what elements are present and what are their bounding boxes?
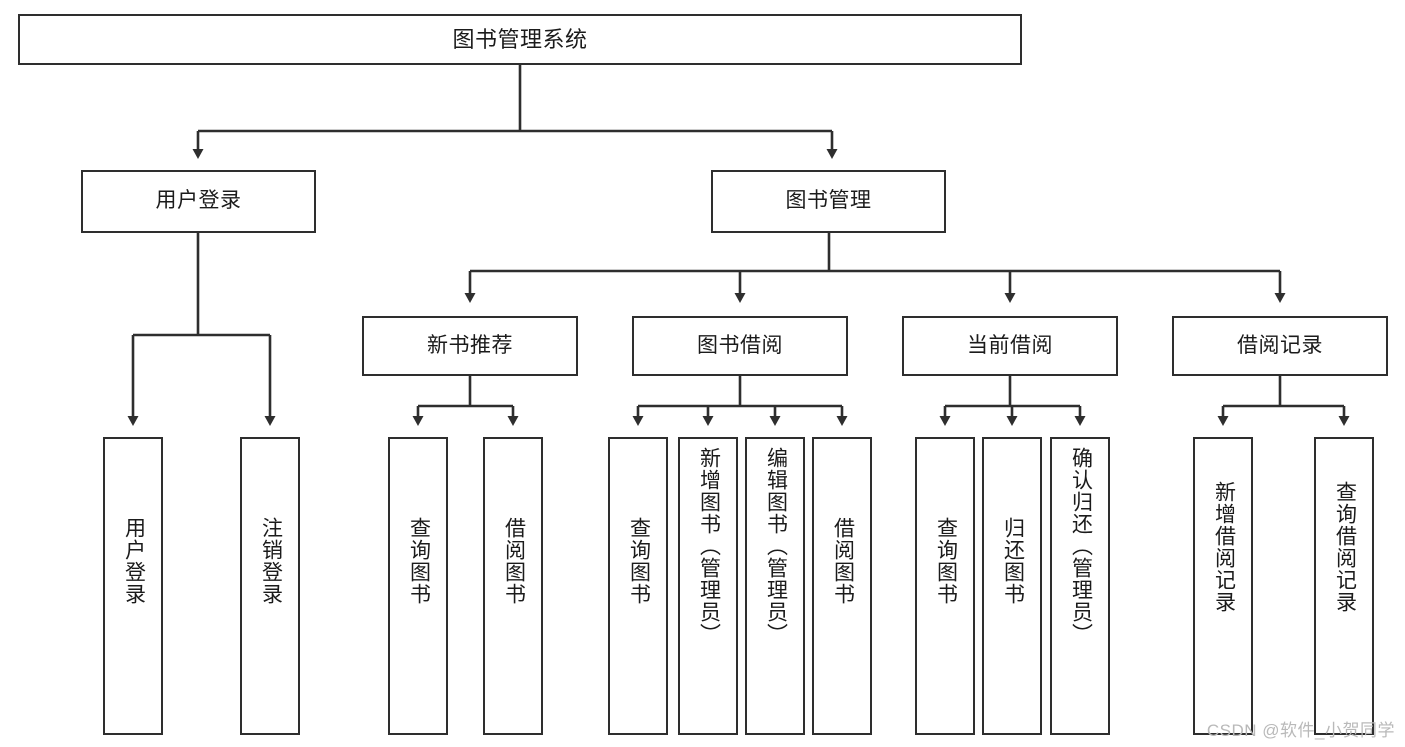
node-root-book-management-system[interactable]: 图书管理系统 bbox=[18, 14, 1022, 65]
node-label: 查询图书 bbox=[934, 517, 958, 605]
node-book-borrow[interactable]: 图书借阅 bbox=[632, 316, 848, 376]
node-label: 新增借阅记录 bbox=[1212, 481, 1236, 613]
node-label: 当前借阅 bbox=[967, 333, 1053, 357]
leaf-query-book-recommend[interactable]: 查询图书 bbox=[388, 437, 448, 735]
node-book-manage[interactable]: 图书管理 bbox=[711, 170, 946, 233]
node-label: 查询借阅记录 bbox=[1333, 481, 1357, 613]
leaf-query-book-borrow[interactable]: 查询图书 bbox=[608, 437, 668, 735]
leaf-return-book[interactable]: 归还图书 bbox=[982, 437, 1042, 735]
leaf-edit-book[interactable]: 编辑图书（管理员） bbox=[745, 437, 805, 735]
leaf-confirm-return[interactable]: 确认归还（管理员） bbox=[1050, 437, 1110, 735]
leaf-user-login[interactable]: 用户登录 bbox=[103, 437, 163, 735]
node-label: 用户登录 bbox=[122, 517, 146, 605]
node-current-borrow[interactable]: 当前借阅 bbox=[902, 316, 1118, 376]
leaf-query-borrow-record[interactable]: 查询借阅记录 bbox=[1314, 437, 1374, 735]
leaf-query-book-current[interactable]: 查询图书 bbox=[915, 437, 975, 735]
node-label: 图书借阅 bbox=[697, 333, 783, 357]
node-label: 图书管理 bbox=[785, 189, 872, 213]
leaf-borrow-book-recommend[interactable]: 借阅图书 bbox=[483, 437, 543, 735]
node-borrow-record[interactable]: 借阅记录 bbox=[1172, 316, 1388, 376]
leaf-logout-login[interactable]: 注销登录 bbox=[240, 437, 300, 735]
node-label: 图书管理系统 bbox=[452, 26, 588, 52]
node-label: 借阅图书 bbox=[831, 517, 855, 605]
node-label: 编辑图书（管理员） bbox=[764, 447, 788, 645]
node-label: 新书推荐 bbox=[427, 333, 513, 357]
node-label: 借阅图书 bbox=[502, 517, 526, 605]
node-label: 借阅记录 bbox=[1237, 333, 1323, 357]
leaf-add-book[interactable]: 新增图书（管理员） bbox=[678, 437, 738, 735]
node-label: 确认归还（管理员） bbox=[1069, 447, 1093, 645]
node-label: 新增图书（管理员） bbox=[697, 447, 721, 645]
leaf-add-borrow-record[interactable]: 新增借阅记录 bbox=[1193, 437, 1253, 735]
node-label: 注销登录 bbox=[259, 517, 283, 605]
leaf-borrow-book-borrow[interactable]: 借阅图书 bbox=[812, 437, 872, 735]
node-user-login[interactable]: 用户登录 bbox=[81, 170, 316, 233]
watermark-credit: CSDN @软件_小贺同学 bbox=[1206, 721, 1395, 740]
node-label: 查询图书 bbox=[627, 517, 651, 605]
node-label: 查询图书 bbox=[407, 517, 431, 605]
node-label: 用户登录 bbox=[155, 189, 242, 213]
node-label: 归还图书 bbox=[1001, 517, 1025, 605]
node-new-book-recommend[interactable]: 新书推荐 bbox=[362, 316, 578, 376]
